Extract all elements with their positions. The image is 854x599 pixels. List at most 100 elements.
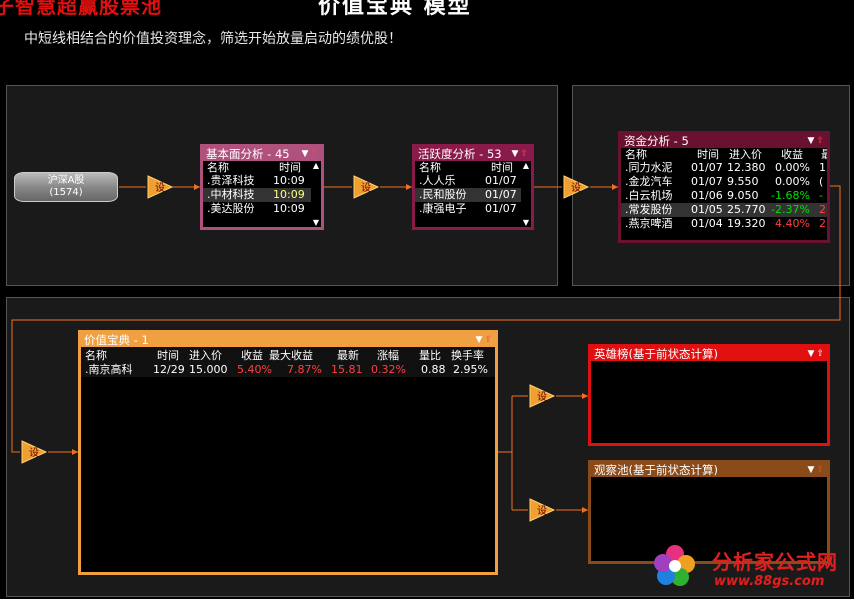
stock-gain: 5.40% bbox=[237, 363, 272, 376]
col-name[interactable]: 名称 bbox=[207, 161, 229, 174]
col-latest[interactable]: 最新 bbox=[337, 349, 359, 362]
col-volratio[interactable]: 量比 bbox=[419, 349, 441, 362]
watermark-name: 分析家公式网 bbox=[712, 550, 838, 574]
col-name[interactable]: 名称 bbox=[85, 349, 107, 362]
stock-max: 2 bbox=[819, 203, 826, 216]
stock-price: 15.000 bbox=[189, 363, 228, 376]
pool-header: 观察池(基于前状态计算) ▼⇧ bbox=[591, 463, 827, 477]
col-time[interactable]: 时间 bbox=[157, 349, 179, 362]
stock-gain: 0.00% bbox=[775, 175, 810, 188]
menu-icon[interactable]: ▼ bbox=[807, 465, 815, 475]
pool-title: 活跃度分析 - 53 bbox=[418, 147, 502, 161]
subtitle: 中短线相结合的价值投资理念，筛选开始放量启动的绩优股！ bbox=[24, 31, 402, 47]
filter-label: 设 bbox=[155, 182, 165, 194]
col-time[interactable]: 时间 bbox=[491, 161, 513, 174]
scroll-down-icon[interactable]: ▼ bbox=[312, 218, 320, 227]
pool-hero[interactable]: 英雄榜(基于前状态计算) ▼⇧ bbox=[588, 344, 830, 446]
stock-gain: -1.68% bbox=[771, 189, 810, 202]
pool-capital[interactable]: 资金分析 - 5 ▼⇧ 名称 时间 进入价 收益 最 .同力水泥01/0712.… bbox=[618, 131, 830, 243]
source-market-node[interactable]: 沪深A股 (1574) bbox=[14, 172, 118, 202]
pool-header: 价值宝典 - 1 ▼⇧ bbox=[81, 333, 495, 347]
up-arrow-icon[interactable]: ⇧ bbox=[310, 149, 318, 159]
up-arrow-icon[interactable]: ⇧ bbox=[816, 465, 824, 475]
table-row[interactable]: .南京高科 12/29 15.000 5.40% 7.87% 15.81 0.3… bbox=[81, 363, 495, 377]
up-arrow-icon[interactable]: ⇧ bbox=[484, 335, 492, 345]
pool-header: 基本面分析 - 45 ▼⇧ bbox=[203, 147, 321, 161]
col-gain[interactable]: 收益 bbox=[781, 148, 803, 161]
filter-node-2[interactable]: 设 bbox=[352, 174, 380, 200]
stock-max: 2 bbox=[819, 217, 826, 230]
col-name[interactable]: 名称 bbox=[625, 148, 647, 161]
menu-icon[interactable]: ▼ bbox=[511, 149, 519, 159]
table-header: 名称 时间 bbox=[415, 161, 531, 174]
menu-icon[interactable]: ▼ bbox=[807, 136, 815, 146]
col-change[interactable]: 涨幅 bbox=[377, 349, 399, 362]
table-header: 名称 时间 bbox=[203, 161, 321, 174]
menu-icon[interactable]: ▼ bbox=[807, 349, 815, 359]
filter-label: 设 bbox=[537, 391, 547, 403]
col-maxgain[interactable]: 最大收益 bbox=[269, 349, 313, 362]
filter-label: 设 bbox=[361, 182, 371, 194]
pool-value[interactable]: 价值宝典 - 1 ▼⇧ 名称 时间 进入价 收益 最大收益 最新 涨幅 量比 换… bbox=[78, 330, 498, 575]
col-price[interactable]: 进入价 bbox=[189, 349, 222, 362]
filter-node-5[interactable]: 设 bbox=[528, 383, 556, 409]
menu-icon[interactable]: ▼ bbox=[301, 149, 309, 159]
scroll-up-icon[interactable]: ▲ bbox=[522, 161, 530, 170]
stock-time: 10:09 bbox=[273, 188, 305, 201]
stock-max: ( bbox=[819, 175, 824, 188]
scrollbar[interactable]: ▲ ▼ bbox=[521, 161, 531, 227]
filter-node-4[interactable]: 设 bbox=[20, 439, 48, 465]
scroll-up-icon[interactable]: ▲ bbox=[312, 161, 320, 170]
stock-time: 01/06 bbox=[691, 189, 723, 202]
col-max[interactable]: 最 bbox=[821, 148, 827, 161]
filter-node-6[interactable]: 设 bbox=[528, 497, 556, 523]
up-arrow-icon[interactable]: ⇧ bbox=[816, 349, 824, 359]
filter-label: 设 bbox=[537, 505, 547, 517]
col-time[interactable]: 时间 bbox=[279, 161, 301, 174]
stock-time: 01/07 bbox=[485, 202, 517, 215]
stock-max: 1 bbox=[819, 161, 826, 174]
scrollbar[interactable]: ▲ ▼ bbox=[311, 161, 321, 227]
stock-change: 0.32% bbox=[371, 363, 406, 376]
table-header: 名称 时间 进入价 收益 最大收益 最新 涨幅 量比 换手率 bbox=[81, 349, 495, 362]
up-arrow-icon[interactable]: ⇧ bbox=[520, 149, 528, 159]
stock-gain: 0.00% bbox=[775, 161, 810, 174]
stock-name: .贵泽科技 bbox=[207, 174, 255, 187]
menu-icon[interactable]: ▼ bbox=[475, 335, 483, 345]
pool-watch[interactable]: 观察池(基于前状态计算) ▼⇧ bbox=[588, 460, 830, 564]
col-name[interactable]: 名称 bbox=[419, 161, 441, 174]
stock-name: .人人乐 bbox=[419, 174, 456, 187]
col-time[interactable]: 时间 bbox=[697, 148, 719, 161]
watermark-url: www.88gs.com bbox=[714, 574, 825, 589]
model-title: 价值宝典 模型 bbox=[318, 0, 472, 19]
stock-gain: -2.37% bbox=[771, 203, 810, 216]
pool-title: 观察池(基于前状态计算) bbox=[594, 463, 718, 477]
col-turnover[interactable]: 换手率 bbox=[451, 349, 484, 362]
stock-name: .同力水泥 bbox=[625, 161, 673, 174]
filter-node-3[interactable]: 设 bbox=[562, 174, 590, 200]
col-price[interactable]: 进入价 bbox=[729, 148, 762, 161]
scroll-down-icon[interactable]: ▼ bbox=[522, 218, 530, 227]
filter-node-1[interactable]: 设 bbox=[146, 174, 174, 200]
pool-header: 资金分析 - 5 ▼⇧ bbox=[621, 134, 827, 148]
filter-label: 设 bbox=[29, 447, 39, 459]
stock-maxgain: 7.87% bbox=[287, 363, 322, 376]
stock-price: 12.380 bbox=[727, 161, 766, 174]
col-gain[interactable]: 收益 bbox=[241, 349, 263, 362]
watermark-logo: 分析家公式网 www.88gs.com bbox=[652, 540, 852, 596]
up-arrow-icon[interactable]: ⇧ bbox=[816, 136, 824, 146]
stock-name: .金龙汽车 bbox=[625, 175, 673, 188]
